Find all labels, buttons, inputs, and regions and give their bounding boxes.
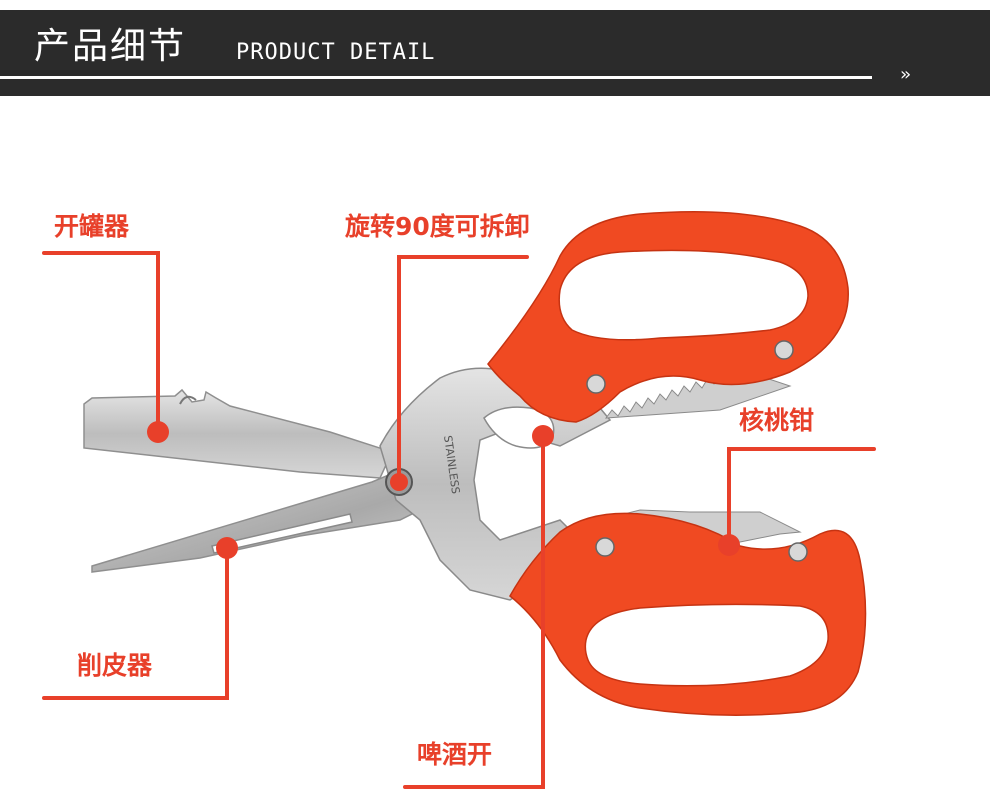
upper-blade	[83, 388, 394, 479]
header-divider	[0, 76, 872, 79]
can-opener-line	[42, 251, 160, 434]
callout-peeler: 削皮器	[77, 651, 153, 680]
header-title-cn: 产品细节	[34, 26, 187, 67]
callout-lines	[42, 251, 876, 789]
walnut-cracker-dot	[718, 534, 740, 556]
peeler-line	[42, 546, 229, 700]
double-chevron-icon: »	[900, 64, 911, 85]
callout-dots	[147, 421, 740, 559]
callout-can-opener: 开罐器	[54, 212, 130, 241]
header-title-en: PRODUCT DETAIL	[236, 40, 436, 65]
can-opener-dot	[147, 421, 169, 443]
rotate-detach-line	[397, 255, 529, 482]
bottle-opener-dot	[532, 425, 554, 447]
peeler-dot	[216, 537, 238, 559]
lower-handle	[509, 512, 867, 716]
header-banner: 产品细节 PRODUCT DETAIL »	[0, 10, 990, 96]
callout-rotate-detach: 旋转90度可拆卸	[345, 212, 530, 241]
lower-blade	[91, 461, 442, 573]
walnut-cracker-line	[727, 447, 876, 547]
bottle-opener-line	[403, 434, 545, 789]
callout-bottle-opener: 啤酒开	[417, 740, 493, 769]
rotate-detach-dot	[390, 473, 408, 491]
callout-walnut-cracker: 核桃钳	[739, 406, 815, 435]
upper-handle	[487, 210, 849, 423]
